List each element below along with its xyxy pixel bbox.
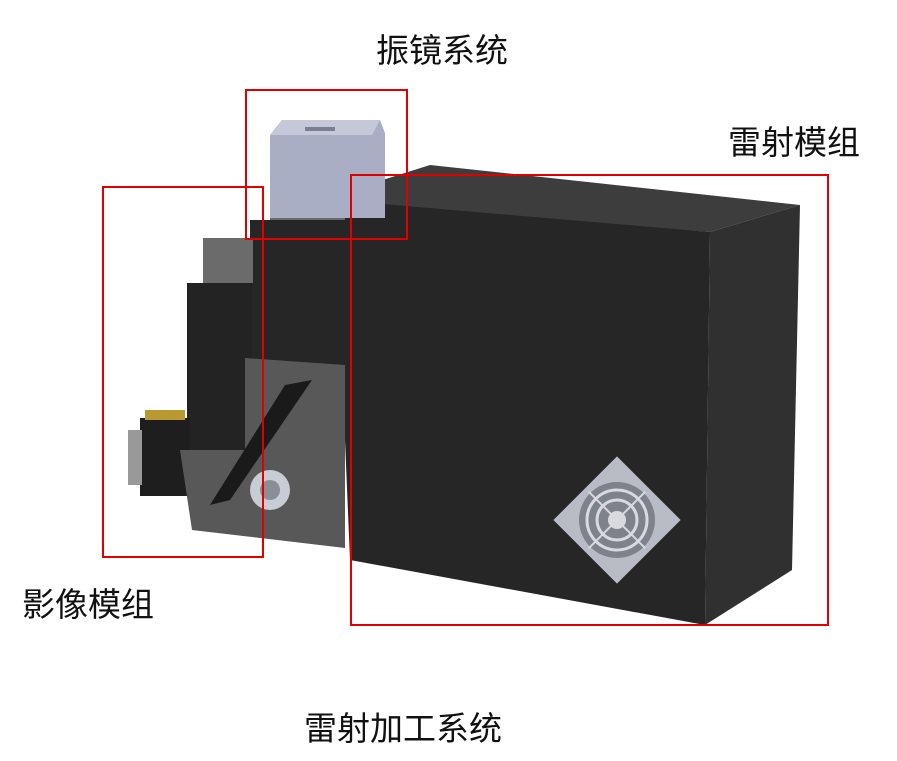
diagram-title: 雷射加工系统 — [304, 709, 502, 748]
imaging-highlight-box — [102, 186, 264, 558]
imaging-module-label: 影像模组 — [22, 585, 154, 624]
laser-module-label: 雷射模组 — [728, 123, 860, 162]
imaging-tower — [128, 220, 350, 496]
laser-module-highlight-box — [350, 174, 829, 626]
galvo-label: 振镜系统 — [376, 31, 508, 70]
galvo-highlight-box — [245, 89, 408, 240]
